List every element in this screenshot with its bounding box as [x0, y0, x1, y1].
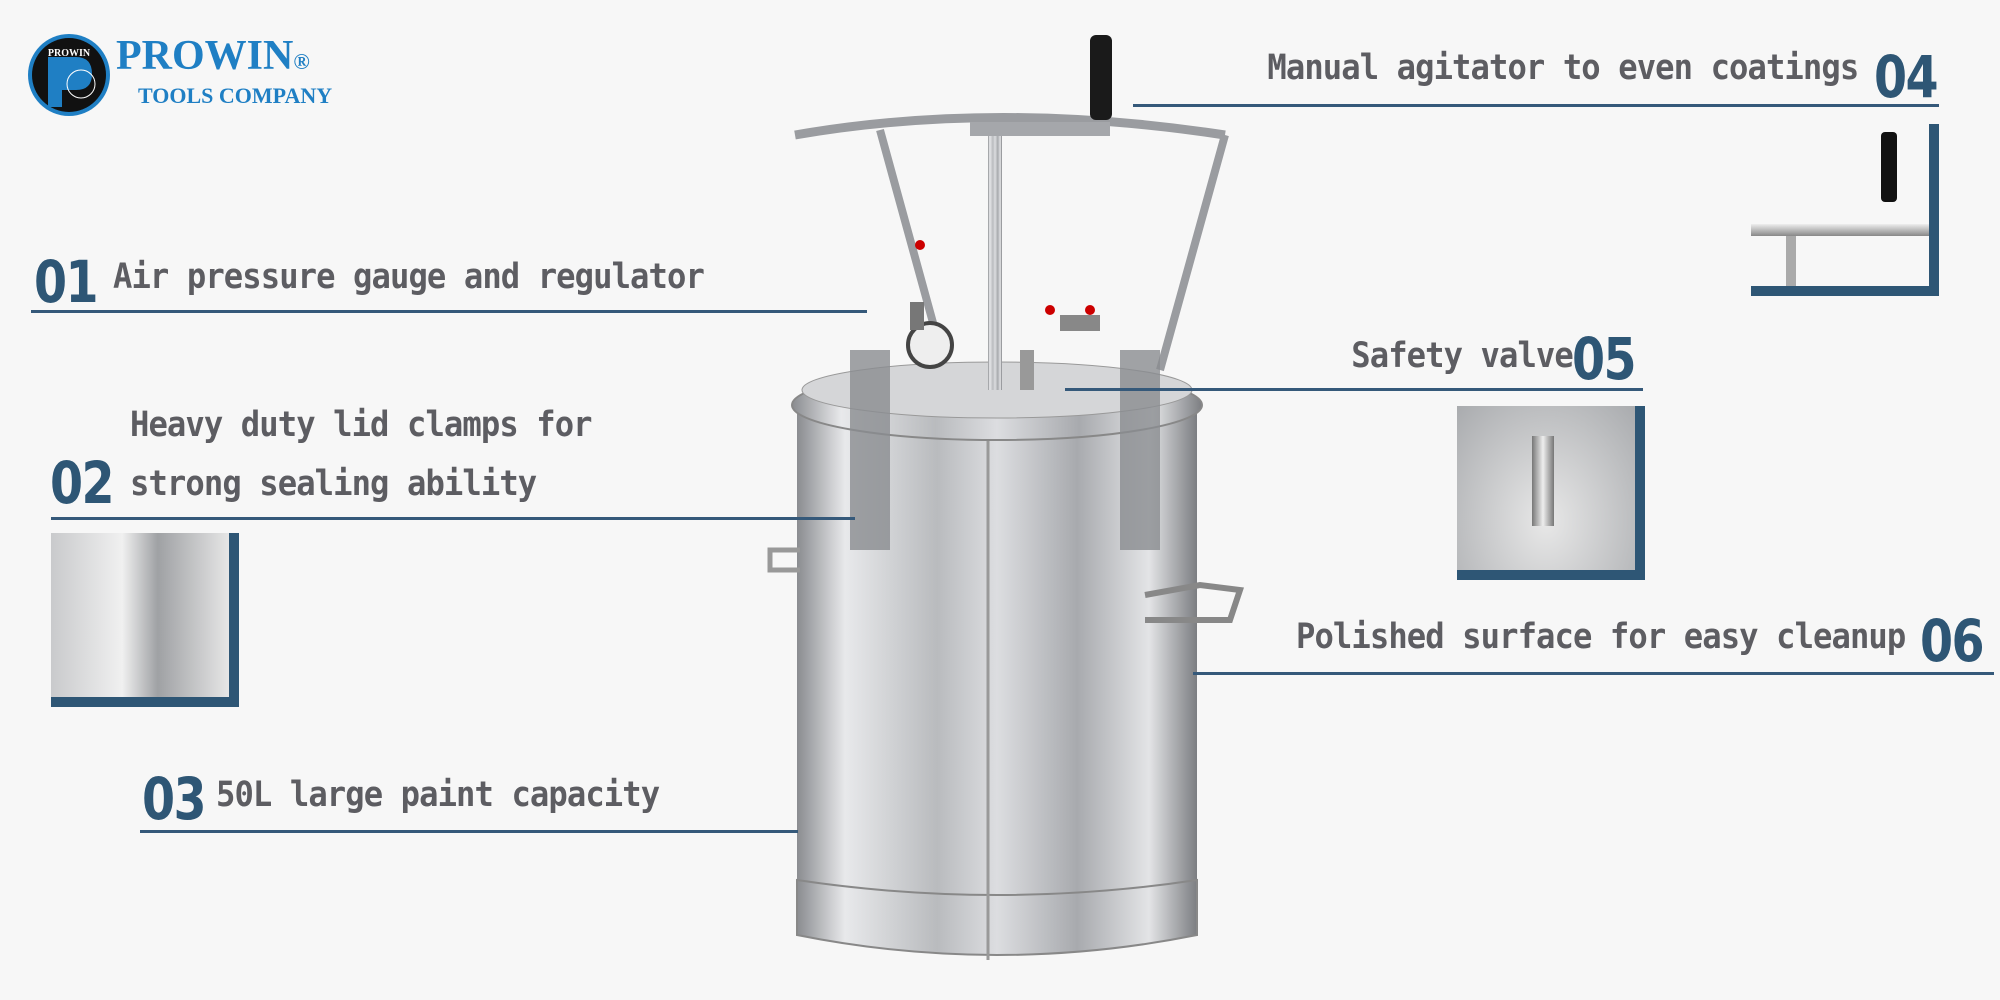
- feature-number: 06: [1920, 607, 1985, 675]
- feature-label-line1: Heavy duty lid clamps for: [130, 405, 593, 445]
- feature-label: Air pressure gauge and regulator: [113, 257, 705, 297]
- feature-number: 02: [50, 449, 115, 517]
- callout-line: [31, 310, 867, 313]
- feature-number: 05: [1572, 325, 1637, 393]
- feature-label-line2: strong sealing ability: [130, 464, 537, 504]
- agitator-thumbnail: [1751, 124, 1939, 296]
- callout-line: [1065, 388, 1643, 391]
- pressure-pot-image: [767, 35, 1245, 960]
- feature-number: 04: [1874, 43, 1939, 111]
- callout-line: [1193, 672, 1994, 675]
- feature-number: 03: [142, 765, 207, 833]
- feature-label: 50L large paint capacity: [216, 775, 660, 815]
- feature-number: 01: [34, 248, 99, 316]
- feature-label: Manual agitator to even coatings: [1267, 48, 1859, 88]
- logo-subtitle: TOOLS COMPANY: [138, 83, 333, 108]
- feature-label: Polished surface for easy cleanup: [1295, 617, 1906, 657]
- logo-emblem-icon: PROWIN: [28, 34, 110, 116]
- logo-brand: PROWIN®: [116, 33, 310, 79]
- lid-clamp-thumbnail: [51, 533, 239, 707]
- callout-line: [140, 830, 798, 833]
- callout-line: [51, 517, 855, 520]
- safety-valve-thumbnail: [1457, 406, 1645, 580]
- callout-line: [1133, 104, 1939, 107]
- svg-text:PROWIN: PROWIN: [48, 48, 91, 59]
- feature-label: Safety valve: [1351, 336, 1574, 376]
